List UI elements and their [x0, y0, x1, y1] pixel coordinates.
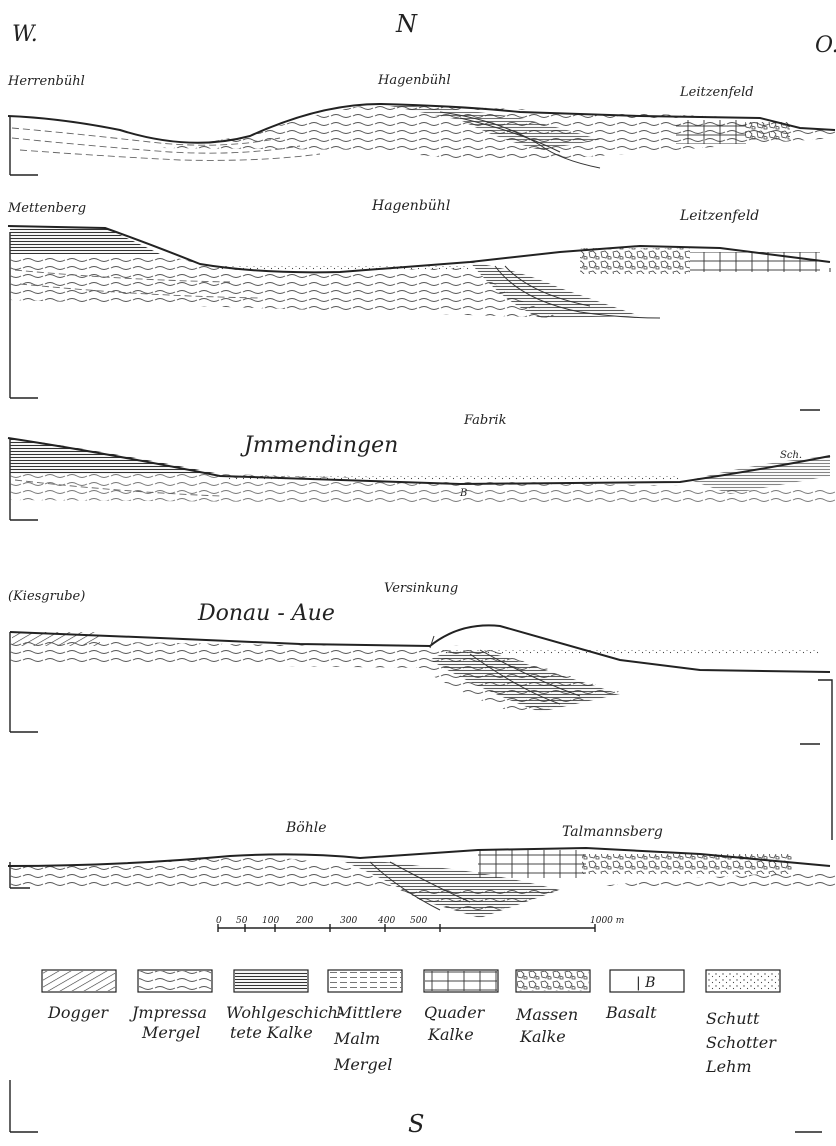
legend-label: Lehm [705, 1057, 752, 1076]
frame-left-mark [10, 1080, 38, 1132]
scale-tick: 500 [410, 916, 427, 926]
scale-tick: 300 [340, 916, 357, 926]
legend-label: Mergel [333, 1055, 392, 1074]
profile-4: (Kiesgrube) Versinkung Donau - Aue [8, 581, 832, 840]
north-label: N [395, 10, 418, 38]
legend-label: Wohlgeschich- [226, 1003, 343, 1022]
profile-1: Herrenbühl Hagenbühl Leitzenfeld [7, 73, 835, 175]
profile-2-label: Leitzenfeld [679, 208, 759, 224]
profile-1-label: Hagenbühl [377, 73, 451, 88]
profile-2-label: Mettenberg [7, 201, 86, 216]
profile-1-label: Herrenbühl [7, 74, 85, 89]
legend-label: Dogger [47, 1003, 109, 1022]
profile-4-title: Donau - Aue [197, 601, 335, 626]
profile-5-label: Böhle [285, 820, 327, 836]
scale-tick: 50 [236, 916, 248, 926]
profile-3-label: Fabrik [463, 413, 507, 428]
profile-3: Fabrik Jmmendingen Sch. B [8, 410, 835, 520]
legend-label: Jmpressa [129, 1003, 207, 1022]
profile-4-label: (Kiesgrube) [8, 589, 85, 604]
legend-label: Malm [333, 1029, 380, 1048]
legend-label: Massen [515, 1005, 578, 1024]
legend-label: Quader [424, 1003, 486, 1022]
legend-label: Mergel [141, 1023, 200, 1042]
profile-5-label: Talmannsberg [562, 824, 663, 840]
profile-1-label: Leitzenfeld [679, 85, 754, 100]
legend-basalt-symbol: | B [636, 975, 655, 991]
scale-tick: 0 [216, 916, 222, 926]
scale-tick: 400 [377, 916, 395, 926]
scale-bar: 0 50 100 200 300 400 500 1000 m [216, 916, 624, 932]
scale-tick: 200 [295, 916, 313, 926]
legend-label: Basalt [605, 1003, 657, 1022]
legend: | B Dogger Jmpressa Mergel Wohlgeschich-… [42, 970, 780, 1076]
profile-2: Mettenberg Hagenbühl Leitzenfeld [7, 198, 830, 398]
legend-label: Mittlere [335, 1003, 402, 1022]
west-label: W. [12, 22, 38, 47]
profile-2-label: Hagenbühl [371, 198, 450, 214]
south-label: S [408, 1110, 424, 1138]
scale-tick: 100 [262, 916, 279, 926]
legend-label: Schotter [706, 1033, 777, 1052]
legend-label: tete Kalke [230, 1023, 313, 1042]
legend-label: Kalke [427, 1025, 474, 1044]
profile-5: Böhle Talmannsberg [8, 820, 835, 918]
east-label: O. [815, 33, 836, 58]
legend-label: Schutt [706, 1009, 760, 1028]
scale-end: 1000 m [590, 916, 624, 926]
profile-3-title: Jmmendingen [240, 433, 398, 458]
basalt-marker: B [459, 488, 467, 499]
profile-4-label: Versinkung [384, 581, 458, 596]
legend-label: Kalke [519, 1027, 566, 1046]
